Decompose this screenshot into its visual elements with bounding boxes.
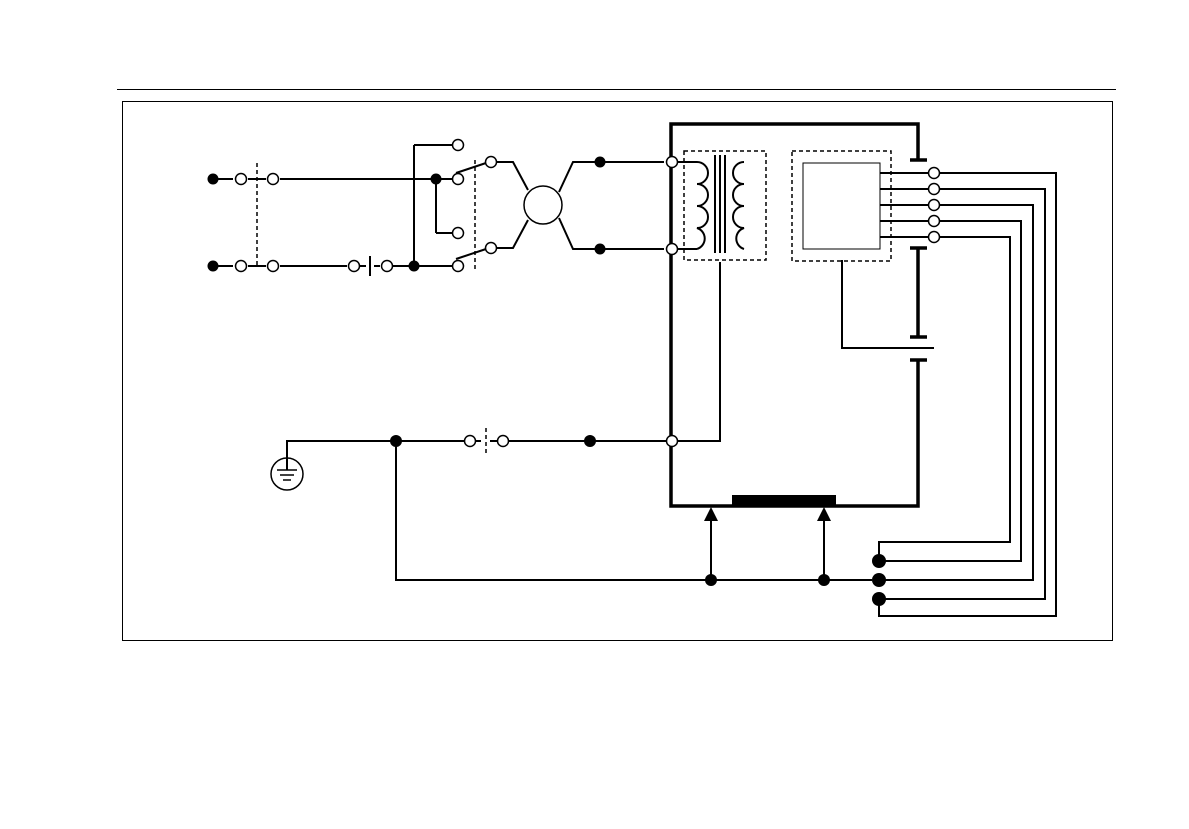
input-terminal (236, 261, 247, 272)
input-terminal (268, 261, 279, 272)
input-terminal (268, 174, 279, 185)
input-terminal (236, 174, 247, 185)
input-junction-bottom (208, 261, 219, 272)
sense-lines (872, 168, 1056, 617)
ground-icon (271, 458, 303, 490)
fuse (349, 256, 393, 276)
input-junction-top (208, 174, 219, 185)
mains-input (208, 163, 453, 272)
isolation-transformer (678, 151, 766, 441)
meter-movement (497, 157, 664, 255)
function-selector-switch (409, 140, 497, 272)
